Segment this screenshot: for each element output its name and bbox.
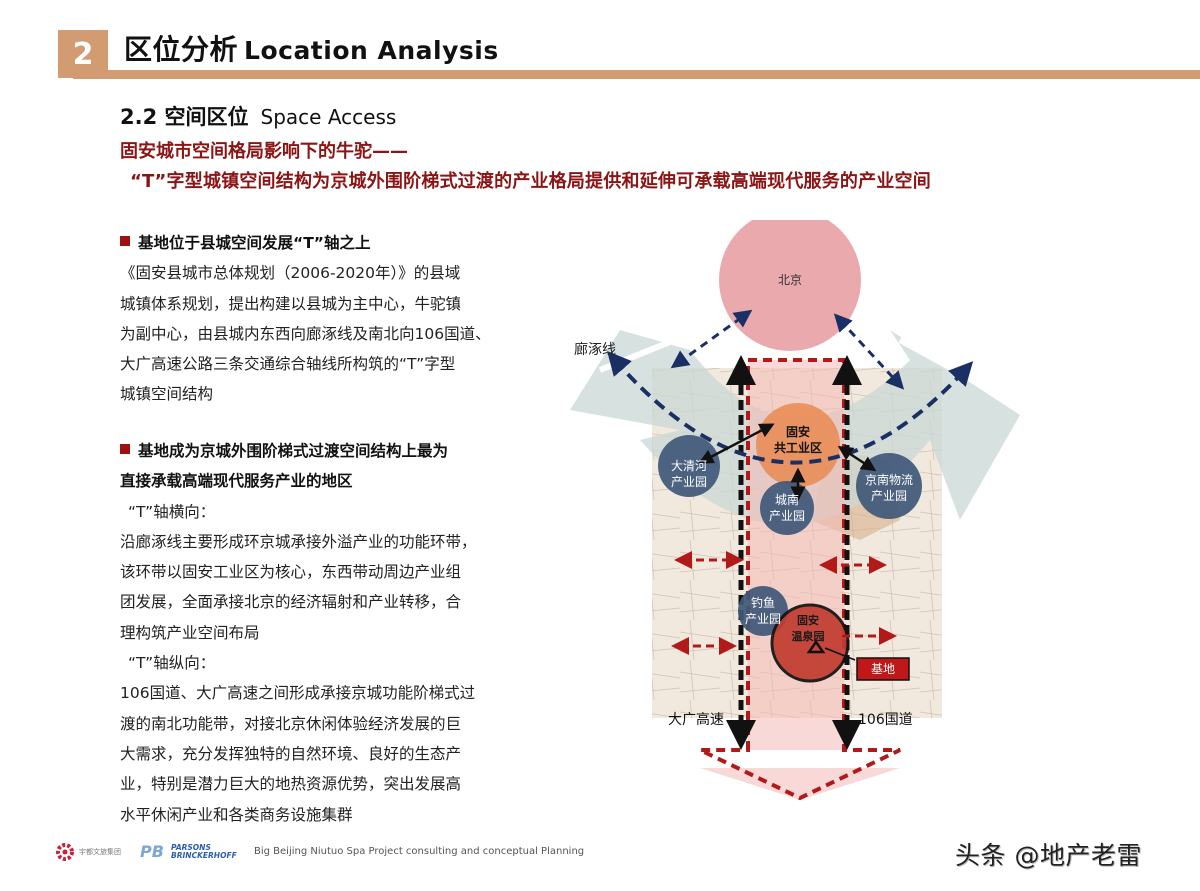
flower-logo-icon — [56, 843, 74, 861]
bullet-square-icon — [120, 444, 130, 454]
bullet-heading-2: 基地成为京城外围阶梯式过渡空间结构上最为 — [120, 436, 510, 466]
diaoyu-park-label: 钓鱼 产业园 — [738, 595, 788, 627]
logo1-text: 宇都文旅集团 — [79, 848, 121, 856]
daqinghe-park-label-1: 大清河 — [670, 459, 707, 473]
paragraph-line: 城镇空间结构 — [120, 385, 214, 404]
bullet-heading-1: 基地位于县城空间发展“T”轴之上 — [120, 228, 510, 258]
tagline-line1: 固安城市空间格局影响下的牛驼—— — [120, 141, 408, 162]
diaoyu-park-label-1: 钓鱼 — [750, 596, 775, 610]
jingnan-logistics-park-label: 京南物流 产业园 — [854, 472, 924, 504]
paragraph-line: 业，特别是潜力巨大的地热资源优势，突出发展高 — [120, 775, 462, 794]
tagline-line2: “T”字型城镇空间结构为京城外围阶梯式过渡的产业格局提供和延伸可承载高端现代服务… — [130, 171, 931, 192]
bullet-section-2: 基地成为京城外围阶梯式过渡空间结构上最为 直接承载高端现代服务产业的地区 “T”… — [120, 436, 510, 830]
hotspring-label-1: 固安 — [797, 614, 819, 627]
paragraph-line: 大需求，充分发挥独特的自然环境、良好的生态产 — [120, 744, 462, 763]
daqinghe-park-label: 大清河 产业园 — [658, 458, 720, 490]
paragraph-line: 为副中心，由县城内东西向廊涿线及南北向106国道、 — [120, 324, 491, 343]
site-badge-label: 基地 — [870, 662, 895, 676]
paragraph-line: 沿廊涿线主要形成环京城承接外溢产业的功能环带， — [120, 532, 477, 551]
bullet-heading-text: 基地位于县城空间发展“T”轴之上 — [138, 234, 371, 252]
paragraph-line: 大广高速公路三条交通综合轴线所构筑的“T”字型 — [120, 355, 456, 374]
vertical-axis-label: “T”轴纵向： — [128, 654, 216, 673]
page-title-cn: 区位分析 — [124, 33, 239, 66]
pb-logo-icon: PB — [140, 842, 164, 861]
watermark: 头条 @地产老雷 — [955, 841, 1142, 870]
footer-caption: Big Beijing Niutuo Spa Project consultin… — [254, 846, 585, 857]
page-title-en: Location Analysis — [244, 36, 499, 65]
parsons-line1: PARSONS — [171, 843, 211, 852]
diaoyu-park-label-2: 产业园 — [744, 612, 781, 626]
chengnan-park-label: 城南 产业园 — [758, 492, 816, 524]
paragraph-line: 该环带以固安工业区为核心，东西带动周边产业组 — [120, 563, 462, 582]
t-axis-diagram: 北京 廊涿线 固安 共工业区 大清河 产业园 城南 产业园 京南物流 产业园 钓… — [560, 209, 1040, 820]
hotspring-label-2: 温泉园 — [791, 630, 825, 643]
jingnan-park-label-1: 京南物流 — [864, 473, 913, 487]
diagram-graphic — [570, 209, 1020, 801]
route-106-label: 106国道 — [858, 712, 913, 728]
footer-logo-yudu: 宇都文旅集团 — [55, 842, 135, 866]
subsection-title-en: Space Access — [260, 105, 397, 129]
chengnan-park-label-1: 城南 — [774, 493, 799, 507]
header-accent-bar — [73, 70, 1200, 79]
paragraph-line: 城镇体系规划，提出构建以县城为主中心，牛驼镇 — [120, 294, 462, 313]
paragraph-line: 《固安县城市总体规划（2006-2020年）》的县域 — [120, 264, 461, 283]
bullet-heading-text: 基地成为京城外围阶梯式过渡空间结构上最为 — [138, 442, 449, 460]
industrial-zone-label: 固安 共工业区 — [766, 424, 830, 456]
daqinghe-park-label-2: 产业园 — [670, 475, 707, 489]
section-number-badge: 2 — [58, 30, 108, 78]
bullet-section-1: 基地位于县城空间发展“T”轴之上 《固安县城市总体规划（2006-2020年）》… — [120, 228, 510, 410]
paragraph-line: 渡的南北功能带，对接北京休闲体验经济发展的巨 — [120, 714, 462, 733]
industrial-zone-label-2: 共工业区 — [773, 441, 822, 455]
subsection-title-cn: 2.2 空间区位 — [120, 105, 249, 129]
chengnan-park-label-2: 产业园 — [768, 509, 805, 523]
section-number: 2 — [72, 36, 94, 72]
paragraph-line: 106国道、大广高速之间形成承接京城功能阶梯式过 — [120, 684, 476, 703]
bullet-square-icon — [120, 236, 130, 246]
footer-logo-parsons: PB PARSONS BRINCKERHOFF — [140, 842, 237, 861]
beijing-label: 北京 — [777, 273, 802, 287]
hotspring-park-label: 固安 温泉园 — [782, 613, 834, 645]
paragraph-line: 水平休闲产业和各类商务设施集群 — [120, 805, 353, 824]
daguang-expressway-label: 大广高速 — [668, 712, 724, 728]
paragraph-line: 理构筑产业空间布局 — [120, 623, 260, 642]
parsons-wordmark: PARSONS BRINCKERHOFF — [171, 844, 237, 860]
langzhuo-line-label: 廊涿线 — [574, 342, 616, 358]
jingnan-park-label-2: 产业园 — [870, 489, 907, 503]
industrial-zone-label-1: 固安 — [785, 425, 810, 439]
horizontal-axis-label: “T”轴横向： — [128, 502, 216, 521]
bullet-heading-2-cont: 直接承载高端现代服务产业的地区 — [120, 472, 353, 491]
parsons-line2: BRINCKERHOFF — [171, 851, 237, 860]
paragraph-line: 团发展，全面承接北京的经济辐射和产业转移，合 — [120, 593, 462, 612]
subsection-title: 2.2 空间区位 Space Access — [120, 101, 396, 131]
